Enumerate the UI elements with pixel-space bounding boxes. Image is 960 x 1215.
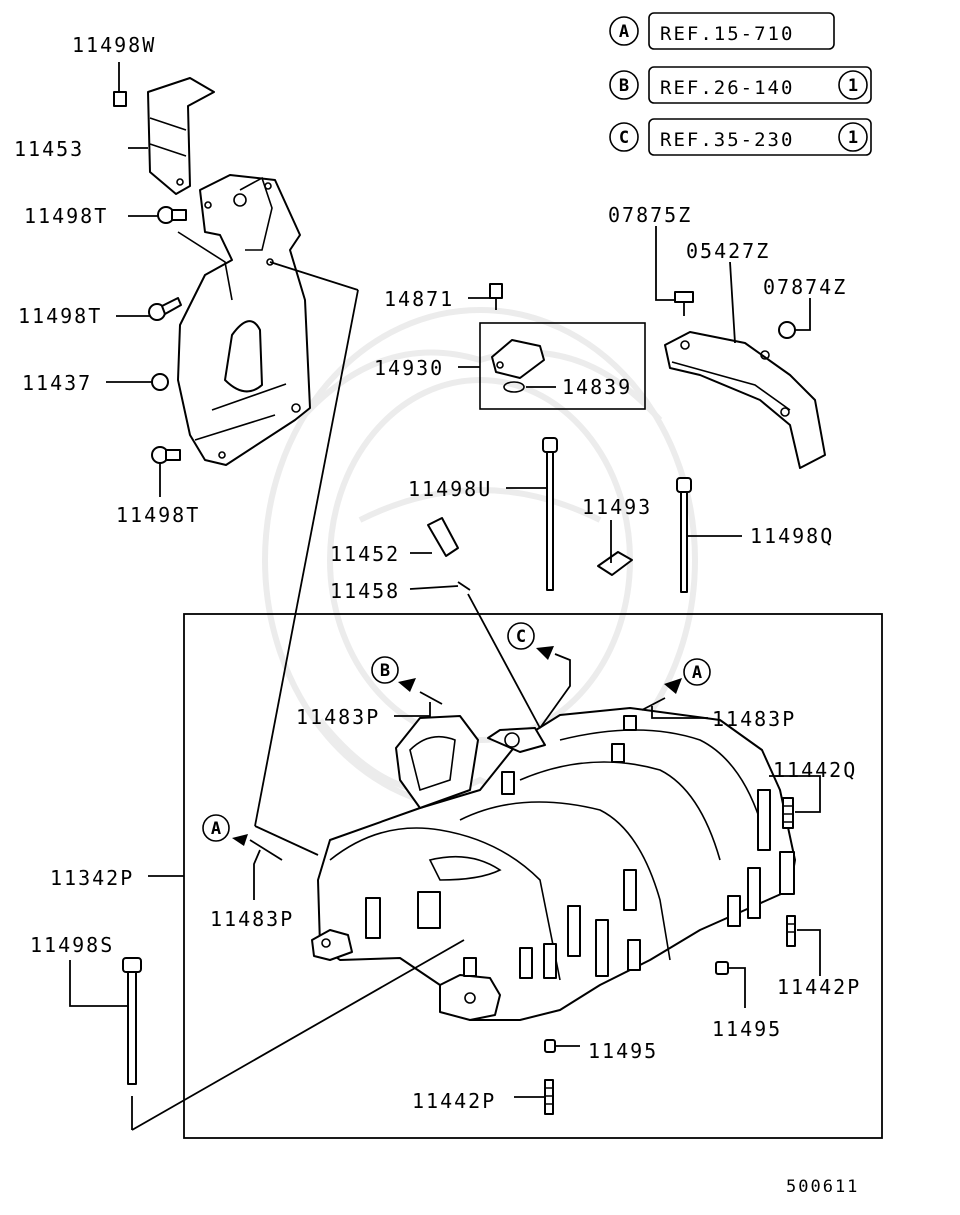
ref-letter-circle [609, 16, 639, 46]
nut-11437[interactable] [151, 373, 169, 391]
label-11495-right[interactable]: 11495 [712, 1017, 782, 1041]
arrow-ref-a-right[interactable]: A [664, 658, 711, 694]
ref-suffix-circle [838, 70, 868, 100]
label-11483p-b[interactable]: 11483P [296, 705, 380, 729]
svg-text:A: A [692, 663, 702, 683]
label-14871[interactable]: 14871 [384, 287, 454, 311]
ref-text: REF.26-140 [660, 77, 794, 99]
ref-suffix: 1 [848, 128, 858, 148]
sensor-14930[interactable] [491, 339, 545, 379]
ref-letter-circle [609, 122, 639, 152]
bolt-11498q[interactable] [676, 477, 692, 593]
arrow-ref-b[interactable]: B [371, 656, 416, 692]
nut-07874z[interactable] [778, 321, 796, 339]
svg-text:A: A [211, 819, 221, 839]
label-11495-lower[interactable]: 11495 [588, 1039, 658, 1063]
cover-11453[interactable] [147, 77, 215, 195]
label-11498t-middle[interactable]: 11498T [18, 304, 102, 328]
ref-suffix-circle [838, 122, 868, 152]
label-11498t-upper[interactable]: 11498T [24, 204, 108, 228]
bracket-11437[interactable] [177, 174, 311, 466]
svg-text:B: B [380, 661, 390, 681]
bolt-11483p-b[interactable] [419, 691, 443, 705]
plug-11495-lower[interactable] [544, 1039, 556, 1053]
label-11442p-right[interactable]: 11442P [777, 975, 861, 999]
ref-box [648, 66, 872, 104]
arrow-ref-a-left[interactable]: A [202, 814, 248, 846]
ref-letter-circle [609, 70, 639, 100]
label-11483p-left[interactable]: 11483P [210, 907, 294, 931]
ref-letter: A [619, 22, 629, 42]
bolt-14871[interactable] [489, 283, 503, 310]
bolt-11498u[interactable] [542, 437, 558, 591]
label-11442q[interactable]: 11442Q [773, 758, 857, 782]
stud-11442q[interactable] [782, 797, 794, 829]
label-11453[interactable]: 11453 [14, 137, 84, 161]
stud-11442p-right[interactable] [786, 915, 796, 947]
reference-legend: A REF.15-710 B REF.26-140 1 C REF.35-230… [609, 12, 872, 156]
label-07875z[interactable]: 07875Z [608, 203, 692, 227]
bolt-11498t-middle[interactable] [148, 297, 182, 321]
label-05427z[interactable]: 05427Z [686, 239, 770, 263]
gasket-11458[interactable] [457, 581, 471, 591]
o-ring-14839[interactable] [503, 381, 525, 393]
bolt-11498t-lower[interactable] [151, 446, 181, 464]
label-11437[interactable]: 11437 [22, 371, 92, 395]
part-labels: 11498W 11453 11498T 11498T 11437 11498T … [14, 33, 861, 1113]
bolt-11498t-upper[interactable] [157, 206, 187, 224]
label-14930[interactable]: 14930 [374, 356, 444, 380]
stud-11442p-lower[interactable] [544, 1079, 554, 1115]
sensor-11452[interactable] [427, 517, 459, 557]
leader-lines [69, 62, 821, 1131]
label-11498w[interactable]: 11498W [72, 33, 156, 57]
label-11458[interactable]: 11458 [330, 579, 400, 603]
bolt-11498s[interactable] [122, 957, 142, 1085]
diagram-code: 500611 [786, 1177, 859, 1197]
bolt-07875z[interactable] [674, 291, 694, 316]
label-11452[interactable]: 11452 [330, 542, 400, 566]
label-11442p-lower[interactable]: 11442P [412, 1089, 496, 1113]
intake-manifold-11342p[interactable] [311, 707, 796, 1021]
bolt-11498w[interactable] [113, 80, 127, 107]
label-11498q[interactable]: 11498Q [750, 524, 834, 548]
label-07874z[interactable]: 07874Z [763, 275, 847, 299]
label-11498s[interactable]: 11498S [30, 933, 114, 957]
label-11483p-a[interactable]: 11483P [712, 707, 796, 731]
ref-letter: B [619, 76, 629, 96]
label-11342p[interactable]: 11342P [50, 866, 134, 890]
label-11498t-lower[interactable]: 11498T [116, 503, 200, 527]
sensor-box-14930 [479, 322, 646, 410]
arrow-ref-c[interactable]: C [507, 622, 554, 660]
reference-c[interactable]: C REF.35-230 1 [609, 118, 872, 156]
ref-letter: C [619, 128, 629, 148]
reference-a[interactable]: A REF.15-710 [609, 12, 835, 50]
ref-text: REF.15-710 [660, 23, 794, 45]
svg-text:C: C [516, 627, 526, 647]
ref-box [648, 118, 872, 156]
label-14839[interactable]: 14839 [562, 375, 632, 399]
bolt-11483p-a[interactable] [641, 697, 666, 711]
ref-box [648, 12, 835, 50]
bolt-11483p-left[interactable] [249, 839, 283, 861]
bracket-05427z[interactable] [664, 331, 826, 469]
label-11498u[interactable]: 11498U [408, 477, 492, 501]
label-11493[interactable]: 11493 [582, 495, 652, 519]
plug-11495-right[interactable] [715, 961, 729, 975]
ref-text: REF.35-230 [660, 129, 794, 151]
ref-suffix: 1 [848, 76, 858, 96]
reference-b[interactable]: B REF.26-140 1 [609, 66, 872, 104]
